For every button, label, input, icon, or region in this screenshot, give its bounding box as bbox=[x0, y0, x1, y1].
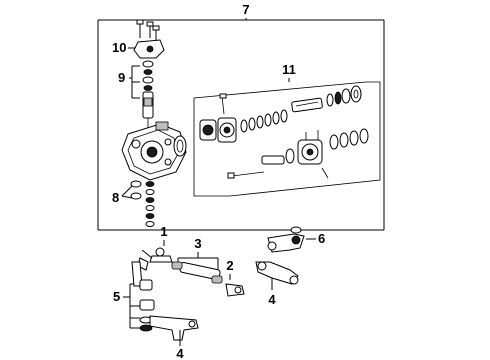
callout-4-upper: 4 bbox=[268, 292, 276, 307]
center-link bbox=[149, 315, 199, 341]
callout-4-upper-group: 4 bbox=[255, 261, 299, 307]
callout-4-lower: 4 bbox=[176, 346, 184, 360]
callout-3: 3 bbox=[194, 236, 201, 251]
callout-10-group: 10 bbox=[112, 19, 165, 59]
callout-11: 11 bbox=[282, 62, 296, 77]
inner-tie-rod-end bbox=[149, 255, 173, 263]
callout-8: 8 bbox=[112, 190, 119, 205]
mounting-bolts bbox=[136, 19, 160, 40]
callout-2: 2 bbox=[226, 258, 233, 273]
callout-10: 10 bbox=[112, 40, 126, 55]
callout-1-group: 1 bbox=[137, 224, 173, 271]
callout-9-group: 9 bbox=[118, 60, 154, 128]
callout-7: 7 bbox=[242, 2, 249, 17]
callout-3-group: 3 bbox=[171, 236, 223, 284]
callout-11-group: 11 bbox=[193, 62, 381, 197]
callout-2-group: 2 bbox=[225, 258, 245, 297]
callout-4-lower-group: 4 bbox=[149, 315, 199, 360]
callout-6-group: 6 bbox=[267, 226, 325, 253]
callout-5: 5 bbox=[113, 289, 120, 304]
callout-6: 6 bbox=[318, 231, 325, 246]
callout-7-group: 7 bbox=[97, 2, 385, 231]
callout-1: 1 bbox=[160, 224, 167, 239]
kit-box-outline bbox=[193, 81, 381, 197]
callout-8-group: 8 bbox=[112, 180, 155, 227]
callout-9: 9 bbox=[118, 70, 125, 85]
kit-lower-row bbox=[227, 128, 369, 179]
callout-5-group: 5 bbox=[113, 261, 165, 332]
steering-gear-housing bbox=[121, 121, 187, 181]
kit-upper-row bbox=[199, 85, 362, 143]
